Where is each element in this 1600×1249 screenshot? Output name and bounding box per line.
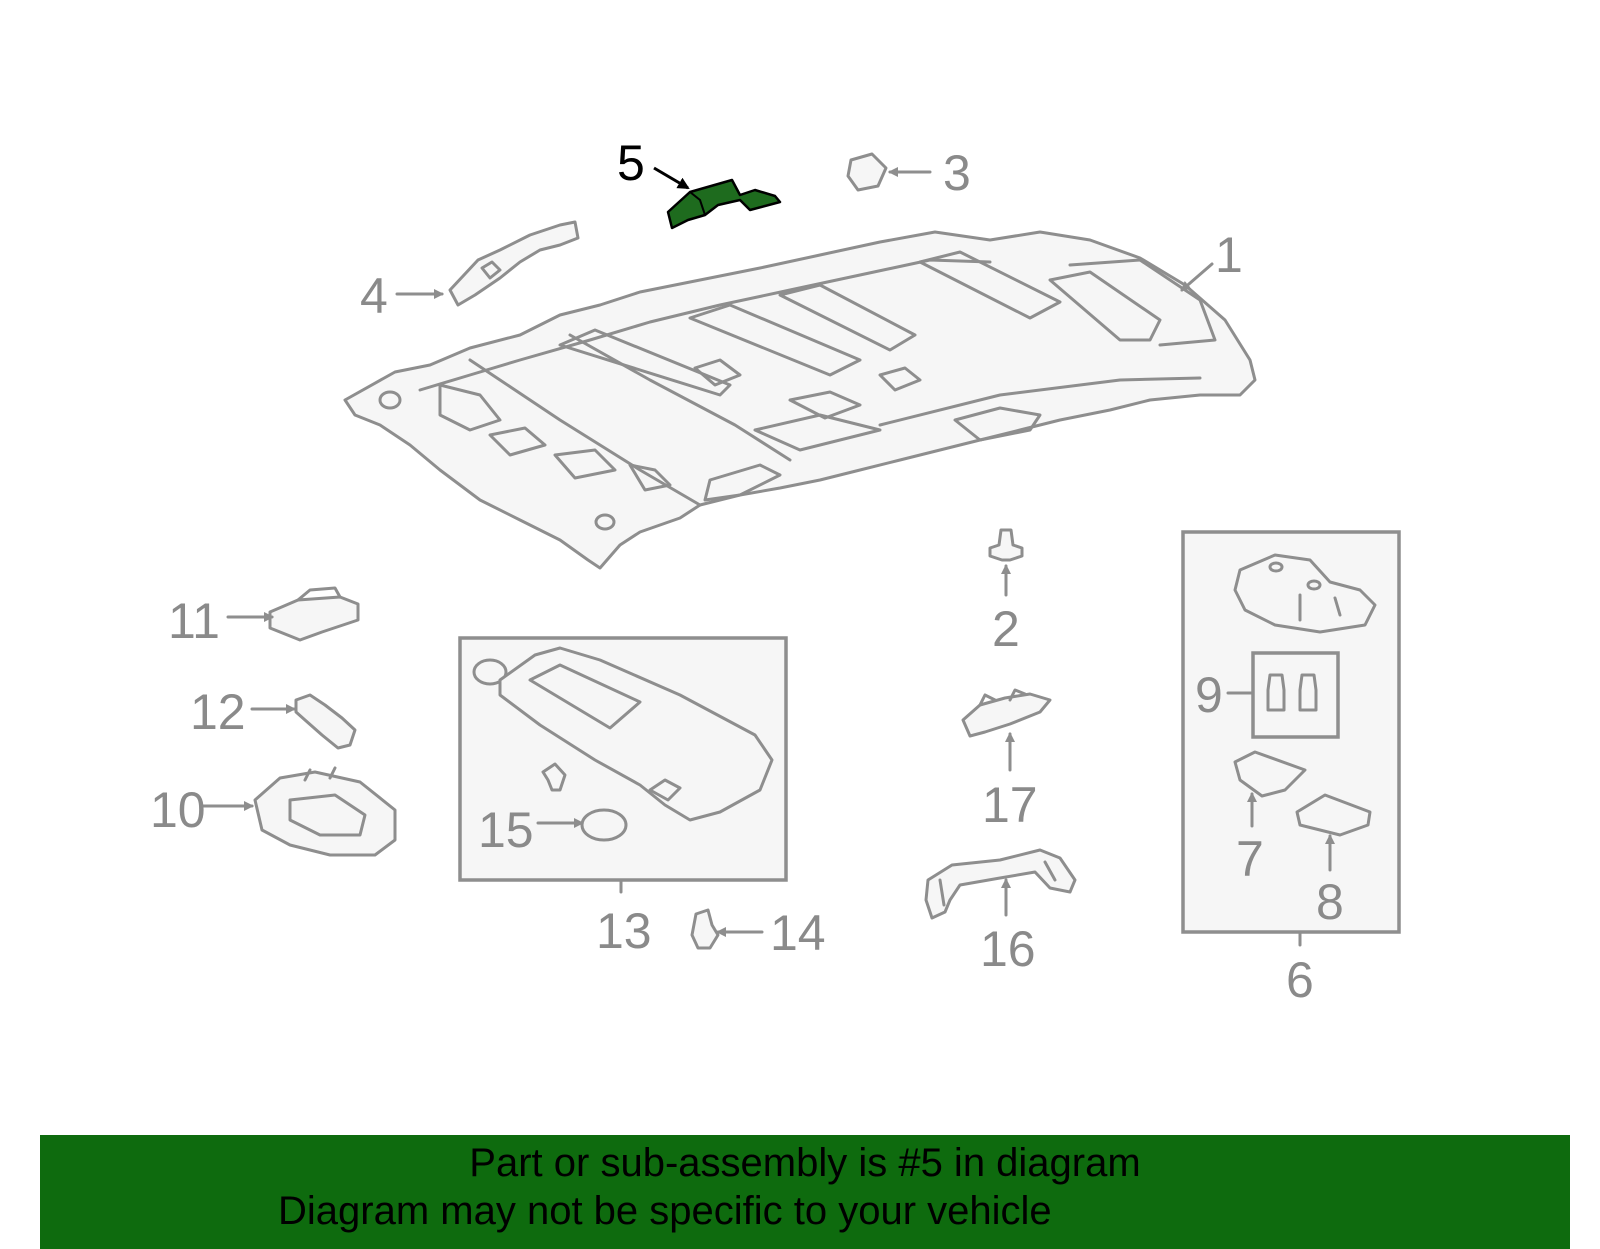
banner-line-1: Part or sub-assembly is #5 in diagram xyxy=(469,1141,1141,1185)
plug-part-15 xyxy=(580,808,628,842)
nut-part-3 xyxy=(846,152,888,192)
callout-5: 5 xyxy=(617,135,645,191)
callout-8: 8 xyxy=(1316,874,1344,930)
lens-part-7 xyxy=(1233,750,1307,798)
callout-13: 13 xyxy=(596,903,652,959)
bulbs-part-9 xyxy=(1266,673,1318,712)
callout-2: 2 xyxy=(992,601,1020,657)
callout-17: 17 xyxy=(982,777,1038,833)
switch-part-11 xyxy=(268,586,360,642)
callout-9: 9 xyxy=(1195,667,1223,723)
callout-3: 3 xyxy=(943,145,971,201)
callout-6: 6 xyxy=(1286,952,1314,1008)
holder-part-14 xyxy=(690,908,720,950)
callout-1: 1 xyxy=(1215,227,1243,283)
callout-15: 15 xyxy=(478,802,534,858)
dome-lamp-part-6 xyxy=(1233,553,1377,634)
lens-part-8 xyxy=(1295,793,1372,837)
callout-16: 16 xyxy=(980,921,1036,977)
sun-visor-part-13 xyxy=(472,646,774,822)
map-lamp-part-10 xyxy=(253,766,397,857)
clip-part-2 xyxy=(988,528,1024,562)
banner-line-2: Diagram may not be specific to your vehi… xyxy=(278,1189,1052,1233)
callout-4: 4 xyxy=(360,268,388,324)
bracket-part-17 xyxy=(961,688,1052,738)
bracket-part-4 xyxy=(448,220,580,307)
clip-in-box-13 xyxy=(541,762,567,792)
highlighted-bracket-part-5 xyxy=(666,178,782,230)
callout-11: 11 xyxy=(168,593,220,649)
callout-14: 14 xyxy=(770,905,826,961)
grab-handle-part-16 xyxy=(924,848,1077,920)
callout-7: 7 xyxy=(1236,831,1264,887)
callout-10: 10 xyxy=(150,782,206,838)
callout-12: 12 xyxy=(190,684,246,740)
headliner-part-1 xyxy=(343,230,1257,570)
info-banner: Part or sub-assembly is #5 in diagram Di… xyxy=(40,1135,1570,1249)
part-group-box-9 xyxy=(1251,651,1340,739)
bulb-part-12 xyxy=(294,693,357,750)
